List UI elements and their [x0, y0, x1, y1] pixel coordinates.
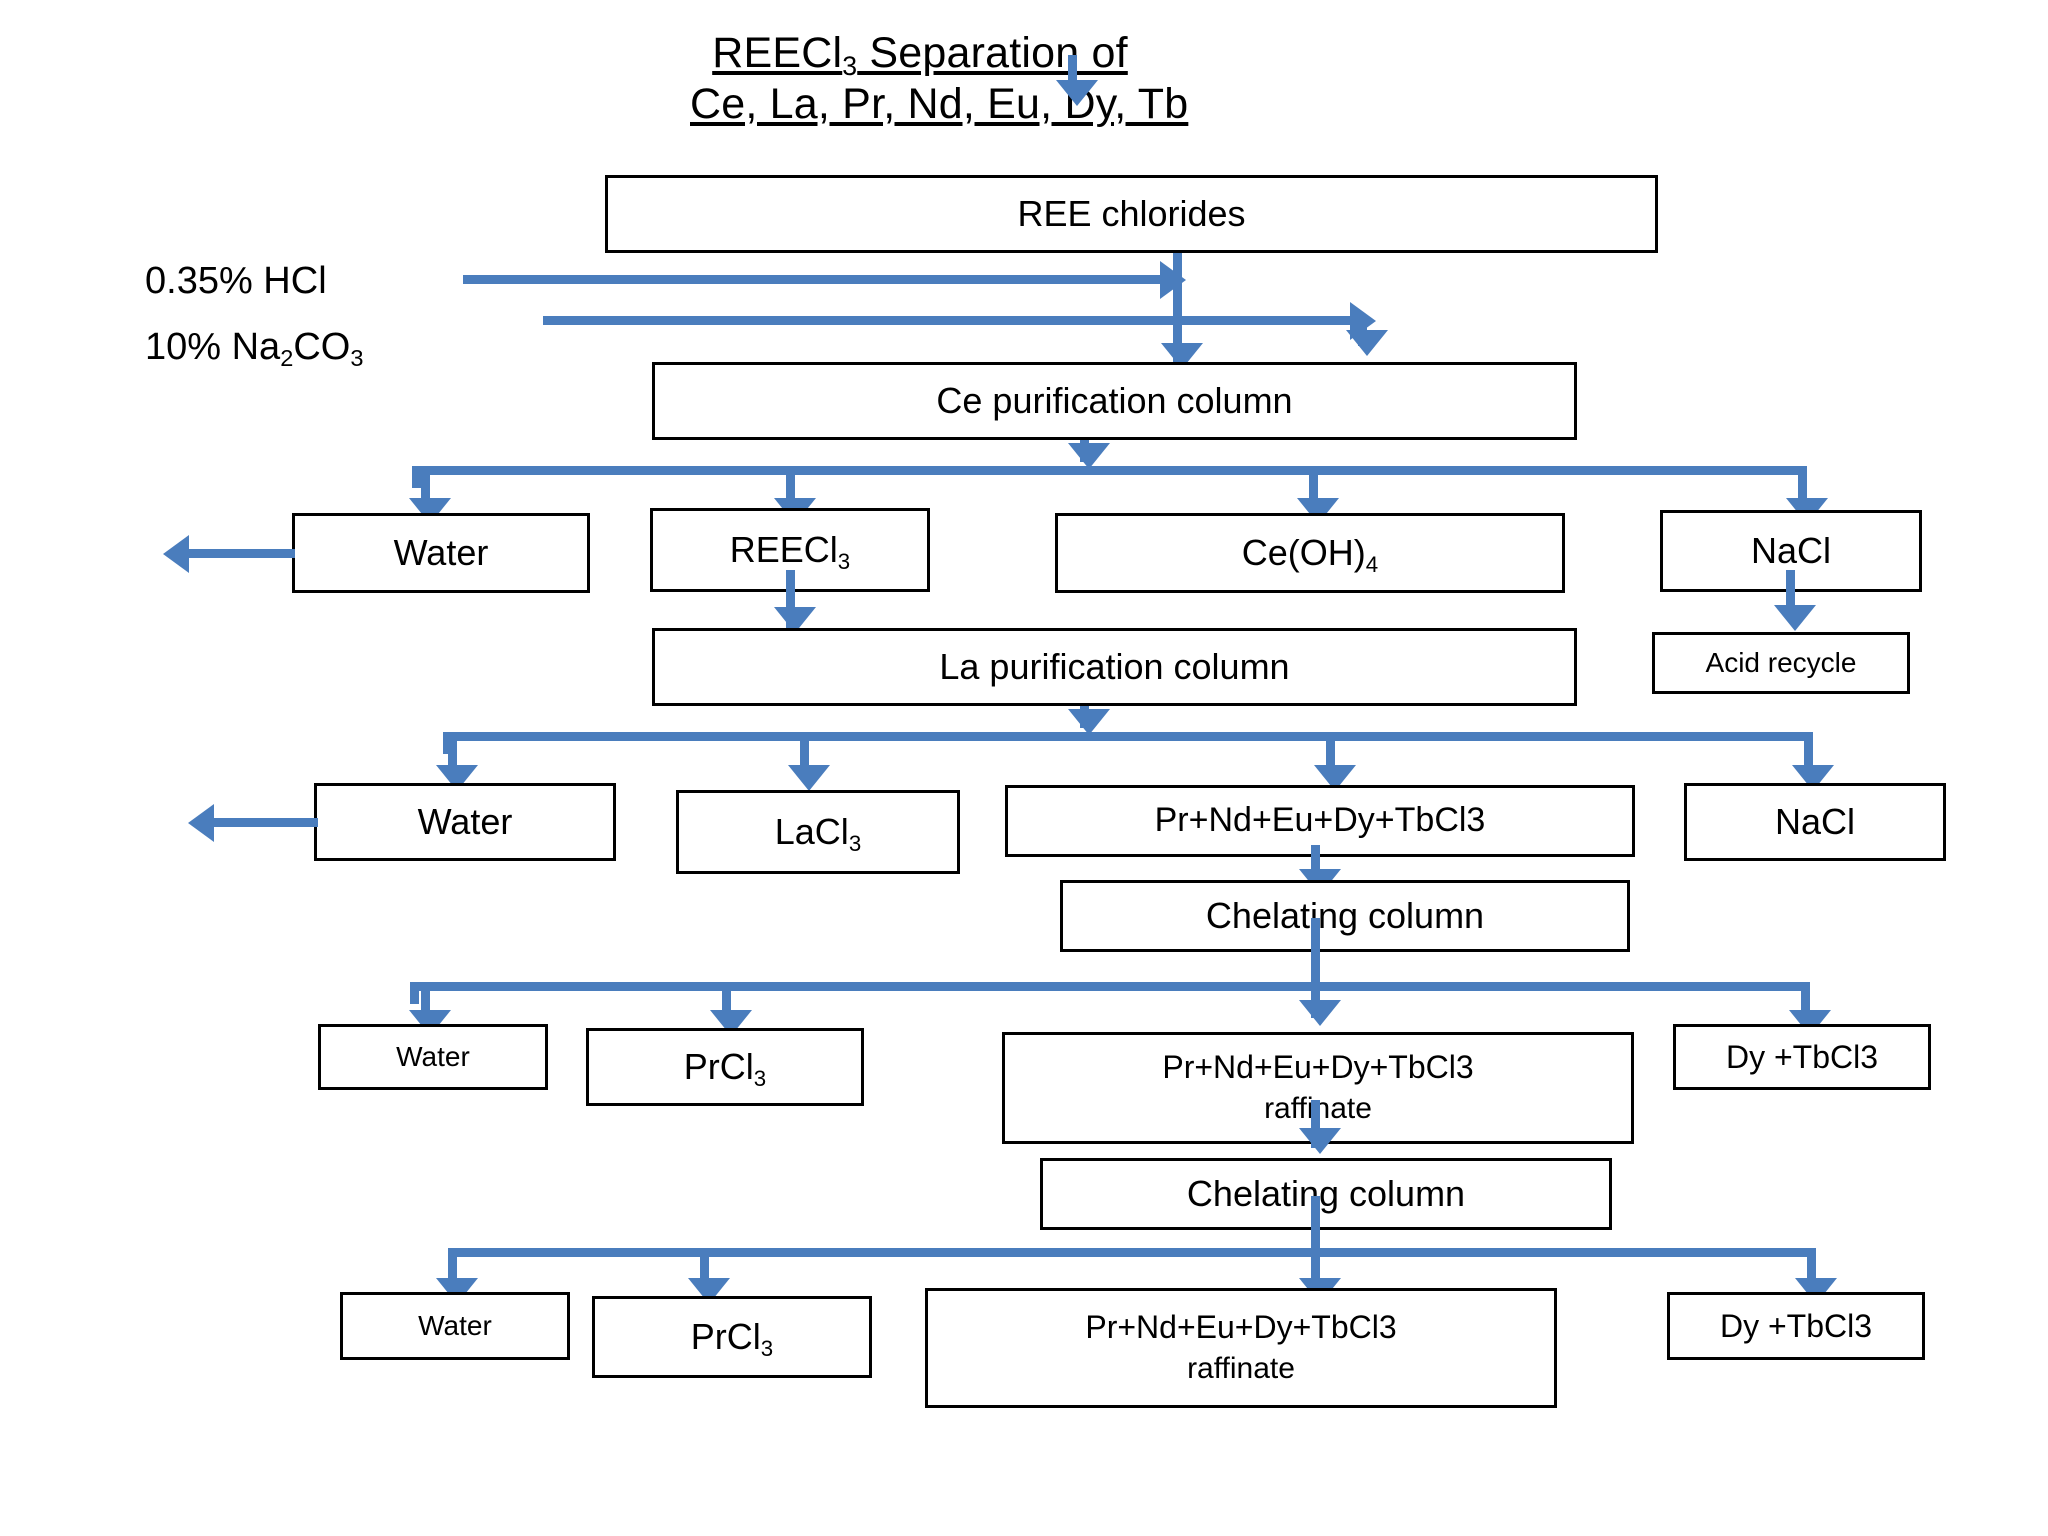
arrow-hcl-horizontal: [463, 275, 1163, 284]
arrow-chel1-outlet-head: [1299, 1000, 1341, 1026]
feed-label-hcl: 0.35% HCl: [145, 260, 327, 302]
arrow-chel2-outlet-shaft: [1311, 1196, 1320, 1296]
title-separation-text: Separation of: [857, 29, 1128, 77]
arrow-ce-to-water-shaft: [421, 466, 430, 506]
arrow-chel2-to-dytbcl3-2-shaft: [1807, 1248, 1816, 1286]
arrow-ce-to-nacl-shaft: [1798, 466, 1807, 506]
arrow-water1-out-shaft: [185, 549, 295, 558]
node-mixed-chlorides-1[interactable]: Pr+Nd+Eu+Dy+TbCl3: [1005, 785, 1635, 857]
bus-ce-left-riser: [412, 466, 421, 488]
arrow-mixed1-to-chel1-shaft: [1311, 845, 1320, 891]
bus-ce-distribution: [412, 466, 1807, 475]
arrow-ce-to-reecl3-shaft: [786, 466, 795, 506]
arrow-chel1-to-prcl3-shaft: [722, 982, 731, 1018]
node-dy-tbcl3-2[interactable]: Dy +TbCl3: [1667, 1292, 1925, 1360]
arrow-chel2-to-prcl3-2-shaft: [700, 1248, 709, 1286]
node-ree-chlorides[interactable]: REE chlorides: [605, 175, 1658, 253]
arrow-la-to-water2-shaft: [448, 732, 457, 772]
arrow-la-outlet-head: [1068, 709, 1110, 735]
node-ce-oh-4[interactable]: Ce(OH)4: [1055, 513, 1565, 593]
raffinate-2-line-2: raffinate: [1187, 1352, 1295, 1386]
node-raffinate-1[interactable]: Pr+Nd+Eu+Dy+TbCl3 raffinate: [1002, 1032, 1634, 1144]
node-water-4[interactable]: Water: [340, 1292, 570, 1360]
arrow-la-to-nacl2-shaft: [1804, 732, 1813, 772]
title-line-2: Ce, La, Pr, Nd, Eu, Dy, Tb: [690, 79, 1189, 128]
arrow-reecl3-to-la-shaft: [786, 570, 795, 628]
arrow-na2co3-drop-head: [1346, 330, 1388, 356]
arrow-raff1-to-chel2-shaft: [1311, 1100, 1320, 1148]
bus-chel1-distribution: [410, 982, 1810, 991]
arrow-chel1-to-dytbcl3-shaft: [1801, 982, 1810, 1018]
node-lacl3[interactable]: LaCl3: [676, 790, 960, 874]
title-line-1: REECl3 Separation of: [690, 28, 1150, 81]
arrow-ce-outlet-head: [1068, 443, 1110, 469]
raffinate-2-line-1: Pr+Nd+Eu+Dy+TbCl3: [1085, 1309, 1397, 1346]
node-nacl-2[interactable]: NaCl: [1684, 783, 1946, 861]
node-dy-tbcl3-1[interactable]: Dy +TbCl3: [1673, 1024, 1931, 1090]
arrow-la-to-mixed-shaft: [1326, 732, 1335, 772]
arrow-chel1-to-water3-shaft: [421, 982, 430, 1018]
node-reecl3[interactable]: REECl3: [650, 508, 930, 592]
title-reecl3-text: REECl: [712, 29, 843, 77]
node-la-purification-column[interactable]: La purification column: [652, 628, 1577, 706]
node-acid-recycle[interactable]: Acid recycle: [1652, 632, 1910, 694]
arrow-na2co3-horizontal: [543, 316, 1353, 325]
node-water-1[interactable]: Water: [292, 513, 590, 593]
bus-chel1-left-riser: [410, 982, 419, 1004]
arrow-nacl1-to-acid-head: [1774, 605, 1816, 631]
node-prcl3-1[interactable]: PrCl3: [586, 1028, 864, 1106]
raffinate-1-line-1: Pr+Nd+Eu+Dy+TbCl3: [1162, 1049, 1474, 1086]
arrow-water2-out-shaft: [210, 818, 318, 827]
page-title: REECl3 Separation of Ce, La, Pr, Nd, Eu,…: [690, 28, 1189, 129]
arrow-chel2-to-water4-shaft: [448, 1248, 457, 1286]
node-water-2[interactable]: Water: [314, 783, 616, 861]
node-chelating-column-2[interactable]: Chelating column: [1040, 1158, 1612, 1230]
feed-label-na2co3: 10% Na2CO3: [145, 326, 364, 372]
node-ce-purification-column[interactable]: Ce purification column: [652, 362, 1577, 440]
bus-la-distribution: [443, 732, 1813, 741]
arrow-water2-out-head: [188, 804, 214, 842]
arrow-title-to-ree-shaft: [1068, 55, 1077, 85]
arrow-raff1-to-chel2-head: [1299, 1128, 1341, 1154]
arrow-la-to-lacl3-head: [788, 765, 830, 791]
arrow-nacl1-to-acid-shaft: [1786, 570, 1795, 620]
node-raffinate-2[interactable]: Pr+Nd+Eu+Dy+TbCl3 raffinate: [925, 1288, 1557, 1408]
arrow-chel1-outlet-shaft: [1311, 918, 1320, 1018]
node-chelating-column-1[interactable]: Chelating column: [1060, 880, 1630, 952]
arrow-title-to-ree-head: [1056, 80, 1098, 106]
bus-chel2-distribution: [448, 1248, 1816, 1257]
bus-la-left-riser: [443, 732, 452, 754]
arrow-ree-to-ce-shaft: [1173, 253, 1182, 363]
arrow-la-to-lacl3-shaft: [800, 732, 809, 772]
title-reecl3-subscript: 3: [842, 50, 858, 81]
node-water-3[interactable]: Water: [318, 1024, 548, 1090]
node-prcl3-2[interactable]: PrCl3: [592, 1296, 872, 1378]
arrow-water1-out-head: [163, 535, 189, 573]
arrow-ce-to-ceoh4-shaft: [1309, 466, 1318, 506]
